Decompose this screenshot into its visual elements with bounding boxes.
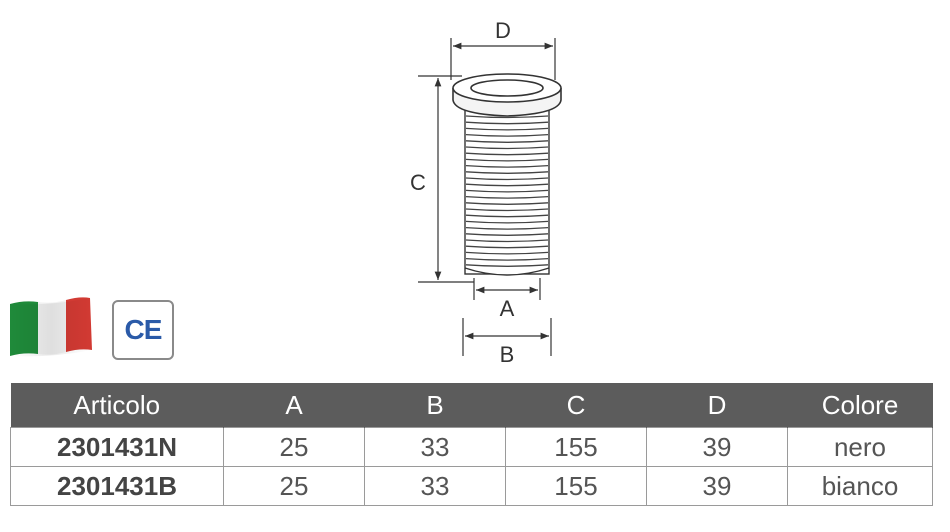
table-row: 2301431B 25 33 155 39 bianco: [10, 466, 933, 506]
value-d: 39: [646, 466, 788, 506]
product-technical-drawing: D C A B: [410, 18, 562, 367]
article-code: 2301431N: [10, 427, 224, 467]
dimension-b-label: B: [500, 342, 515, 367]
value-colore: bianco: [787, 466, 933, 506]
dimension-a-label: A: [500, 296, 515, 321]
value-colore: nero: [787, 427, 933, 467]
header-c: C: [505, 383, 647, 428]
spec-table: Articolo A B C D Colore 2301431N 25 33 1…: [10, 383, 933, 506]
value-d: 39: [646, 427, 788, 467]
dimension-a: A: [473, 278, 541, 321]
dimension-b: B: [462, 318, 552, 367]
value-c: 155: [505, 427, 647, 467]
dimension-d: D: [450, 18, 556, 80]
value-c: 155: [505, 466, 647, 506]
ce-mark: CE: [112, 300, 174, 360]
value-a: 25: [223, 427, 365, 467]
value-b: 33: [364, 427, 506, 467]
header-a: A: [223, 383, 365, 428]
header-colore: Colore: [787, 383, 933, 428]
table-header-row: Articolo A B C D Colore: [10, 383, 933, 428]
thru-hull-fitting: [452, 73, 562, 276]
header-b: B: [364, 383, 506, 428]
dimension-c-label: C: [410, 170, 426, 195]
header-articolo: Articolo: [10, 383, 224, 428]
dimension-c: C: [410, 75, 474, 283]
value-a: 25: [223, 466, 365, 506]
italy-flag-icon: [10, 297, 92, 357]
header-d: D: [646, 383, 788, 428]
value-b: 33: [364, 466, 506, 506]
dimension-d-label: D: [495, 18, 511, 43]
article-code: 2301431B: [10, 466, 224, 506]
table-row: 2301431N 25 33 155 39 nero: [10, 427, 933, 467]
